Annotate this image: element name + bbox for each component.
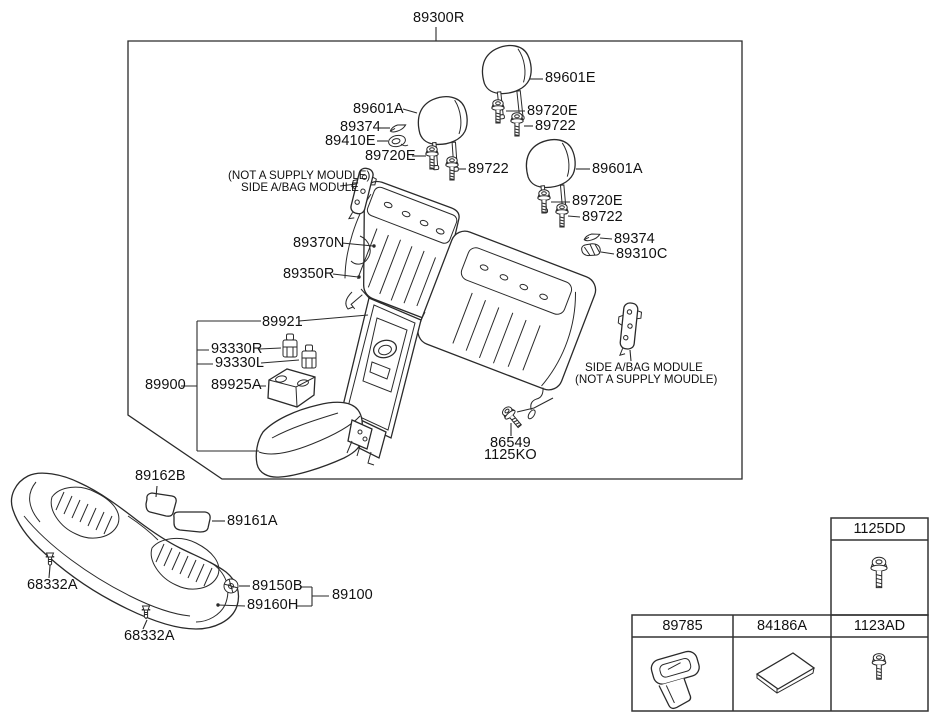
parts-table-grid bbox=[632, 518, 928, 711]
part-label-89410e: 89410E bbox=[325, 133, 376, 149]
part-label-89722-right: 89722 bbox=[582, 209, 623, 225]
cushion-leader-lines bbox=[49, 486, 329, 629]
seat-wire-stub bbox=[346, 292, 353, 309]
note-right-line1: SIDE A/BAG MODULE bbox=[585, 361, 703, 374]
part-label-1125ko: 1125KO bbox=[484, 447, 537, 463]
screw-89722-top-icon bbox=[510, 112, 524, 137]
part-label-89925a: 89925A bbox=[211, 377, 262, 393]
part-label-89350r: 89350R bbox=[283, 266, 335, 282]
part-label-68332a-left: 68332A bbox=[27, 577, 78, 593]
part-label-86549: 86549 bbox=[490, 435, 531, 451]
note-left-line2: SIDE A/BAG MODULE bbox=[241, 181, 359, 194]
part-label-89900: 89900 bbox=[145, 377, 186, 393]
part-label-89374-mid: 89374 bbox=[340, 119, 381, 135]
part-label-89150b: 89150B bbox=[252, 578, 303, 594]
part-label-89162b: 89162B bbox=[135, 468, 186, 484]
part-label-89722-top: 89722 bbox=[535, 118, 576, 134]
table-header-89785: 89785 bbox=[662, 618, 703, 634]
part-label-89370n: 89370N bbox=[293, 235, 345, 251]
switch-93330l-illustration bbox=[302, 345, 316, 368]
part-label-89722-mid: 89722 bbox=[468, 161, 509, 177]
flange-bolt-icon bbox=[870, 556, 888, 589]
table-header-1125dd: 1125DD bbox=[853, 521, 906, 537]
headrest-mid-illustration bbox=[415, 94, 472, 175]
part-label-89601a-mid: 89601A bbox=[353, 101, 404, 117]
table-header-1123ad: 1123AD bbox=[853, 618, 906, 634]
part-label-89161a: 89161A bbox=[227, 513, 278, 529]
part-label-93330l: 93330L bbox=[215, 355, 264, 371]
part-label-89921: 89921 bbox=[262, 314, 303, 330]
note-left-line1: (NOT A SUPPLY MOUDLE) bbox=[228, 169, 371, 182]
seat-cushion-illustration bbox=[11, 473, 238, 629]
bolt-icon bbox=[871, 653, 887, 680]
airbag-module-right-illustration bbox=[614, 301, 643, 358]
part-label-89720e-top: 89720E bbox=[527, 103, 578, 119]
protector-pad-icon bbox=[757, 653, 814, 693]
part-label-89100: 89100 bbox=[332, 587, 373, 603]
leader-lines bbox=[181, 79, 631, 451]
part-label-89160h: 89160H bbox=[247, 597, 299, 613]
part-label-68332a-bottom: 68332A bbox=[124, 628, 175, 644]
screw-89722-right-icon bbox=[555, 203, 569, 228]
part-label-89374-right: 89374 bbox=[614, 231, 655, 247]
headrest-guide-icon bbox=[649, 649, 708, 711]
cupholder-illustration bbox=[268, 369, 315, 407]
table-header-84186a: 84186A bbox=[757, 618, 807, 634]
bracket-89310c-icon bbox=[581, 242, 601, 257]
part-label-93330r: 93330R bbox=[211, 341, 263, 357]
part-label-89720e-right: 89720E bbox=[572, 193, 623, 209]
seat-back-illustration bbox=[310, 177, 606, 425]
bolt-86549-icon bbox=[499, 403, 525, 431]
note-right-line2: (NOT A SUPPLY MOUDLE) bbox=[575, 373, 718, 386]
guide-89410e-icon bbox=[388, 134, 408, 148]
webbing-pocket bbox=[351, 236, 370, 264]
armrest-cushion-illustration bbox=[256, 402, 372, 477]
clip-89374-mid-icon bbox=[390, 124, 407, 132]
part-label-89310c: 89310C bbox=[616, 246, 668, 262]
screw-89720e-right-icon bbox=[537, 189, 551, 214]
assembly-box-border bbox=[128, 41, 742, 479]
part-label-89601e: 89601E bbox=[545, 70, 596, 86]
clip-89374-right-icon bbox=[584, 233, 600, 241]
switch-93330r-illustration bbox=[283, 334, 297, 357]
part-label-89300r: 89300R bbox=[413, 10, 465, 26]
part-label-89720e-mid: 89720E bbox=[365, 148, 416, 164]
part-label-89601a-right: 89601A bbox=[592, 161, 643, 177]
